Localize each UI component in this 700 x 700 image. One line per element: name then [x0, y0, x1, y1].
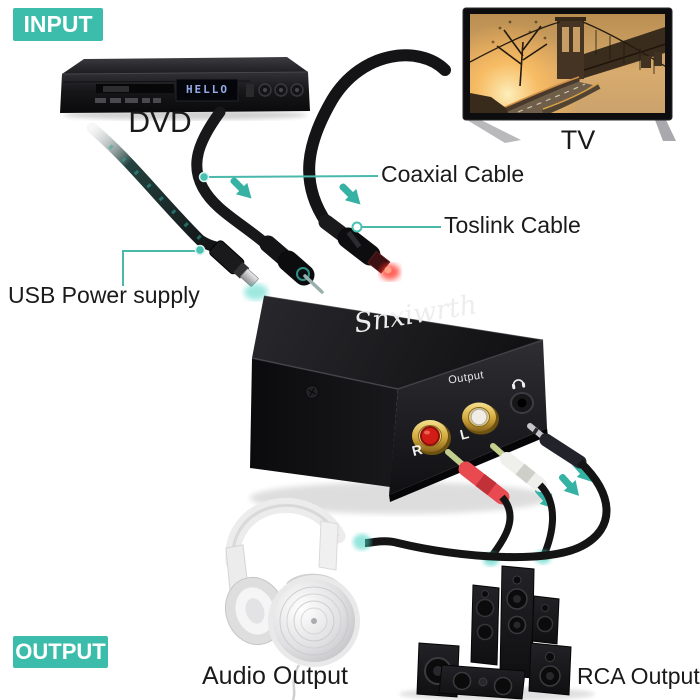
- converter-top-face: [252, 296, 543, 389]
- input-badge: INPUT: [13, 8, 103, 41]
- rca-output-label: RCA Output: [577, 663, 700, 689]
- screw: [305, 385, 319, 399]
- usb-tip-glow: [244, 284, 268, 300]
- headphone-cord: [291, 664, 301, 700]
- toslink-cable: [303, 49, 451, 280]
- speaker-set: [399, 565, 595, 700]
- rca-jack-left: [462, 402, 499, 435]
- tv-leg-left: [467, 120, 521, 143]
- dvd-format-logos: [95, 98, 161, 103]
- dvd-player: [60, 57, 310, 120]
- satellite-speaker-bottom: [528, 642, 572, 696]
- coaxial-plug: [259, 235, 324, 294]
- headphone-cup-right: [268, 575, 360, 667]
- usb-leader-dot: [194, 244, 206, 256]
- headphone-icon: [511, 379, 526, 390]
- output-cables: [353, 423, 611, 566]
- dvd-display-text: HELLO: [185, 83, 230, 96]
- toslink-plug: [318, 214, 400, 280]
- dvd-buttons: [258, 83, 304, 97]
- tower-speaker-back: [470, 584, 500, 666]
- aux-plug: [353, 423, 611, 562]
- usb-power-label: USB Power supply: [8, 282, 200, 308]
- usb-power-cable: [86, 122, 268, 300]
- center-speaker: [438, 664, 526, 700]
- converter-left-face: [250, 358, 398, 487]
- cable-end-glow: [353, 534, 371, 550]
- tv: [462, 7, 676, 143]
- satellite-speaker-top: [531, 595, 560, 645]
- rca-jack-right: [412, 420, 451, 455]
- dvd-top: [62, 57, 308, 74]
- headphone-jack: [510, 392, 534, 414]
- micro-usb-connector: [209, 240, 259, 287]
- usb-leader-line: [122, 250, 196, 286]
- dvd-display: [175, 78, 239, 102]
- dvd-label: DVD: [128, 106, 192, 139]
- toslink-cable-label: Toslink Cable: [444, 212, 581, 238]
- coaxial-leader-line: [207, 175, 379, 178]
- tv-label: TV: [560, 125, 596, 155]
- coaxial-cable: [191, 106, 324, 294]
- tv-screen: [470, 14, 665, 113]
- toslink-leader-dot: [351, 221, 363, 233]
- headphones: [224, 497, 360, 700]
- coaxial-leader-dot: [198, 171, 210, 183]
- coaxial-cable-label: Coaxial Cable: [381, 161, 525, 187]
- converter-box: [250, 295, 550, 514]
- tower-speaker-front: [499, 565, 535, 679]
- tv-leg-right: [655, 120, 676, 141]
- leader-lines: [122, 171, 441, 286]
- arrow-icon: [335, 179, 367, 211]
- output-badge: OUTPUT: [13, 636, 108, 668]
- audio-output-label: Audio Output: [202, 662, 348, 690]
